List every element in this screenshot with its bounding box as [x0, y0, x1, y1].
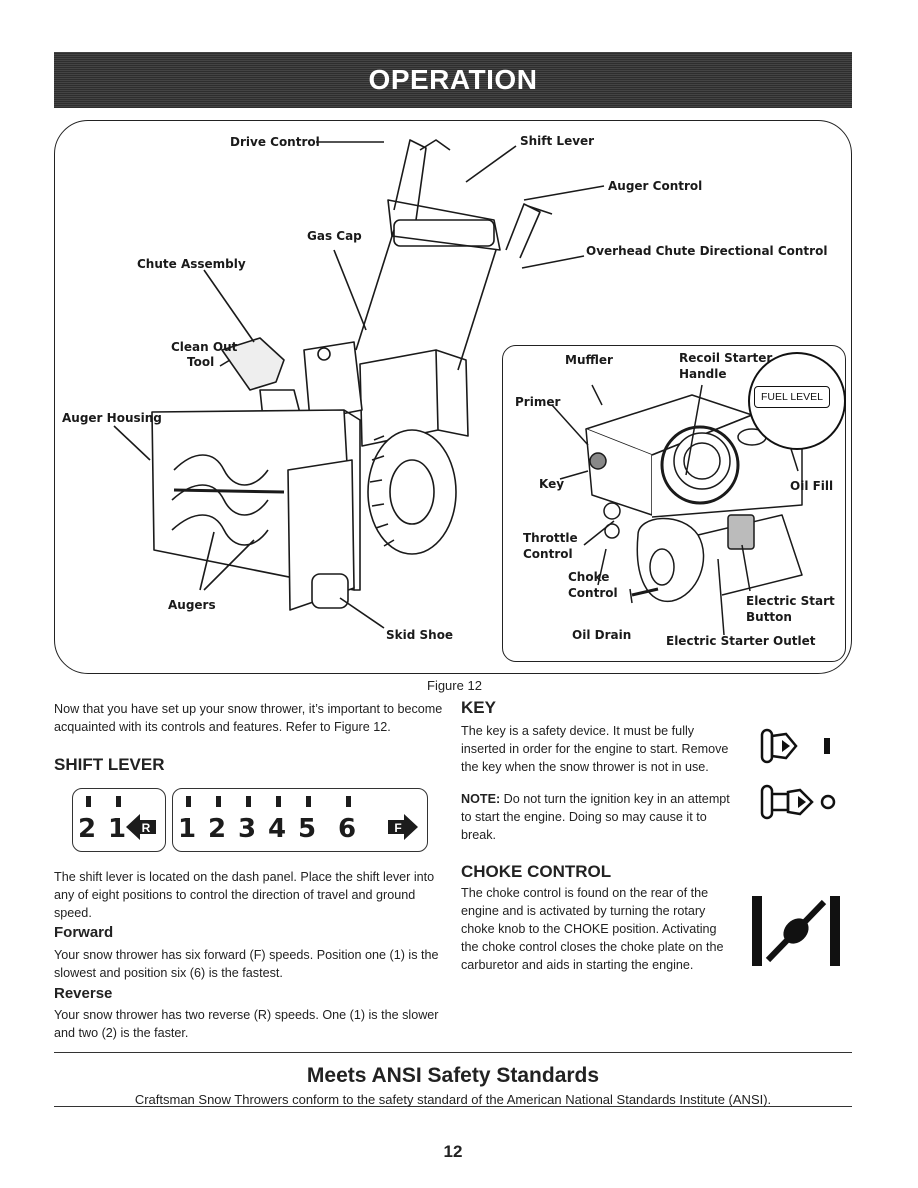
divider: [54, 1106, 852, 1107]
chute-assembly-label: Chute Assembly: [137, 257, 246, 271]
page-number: 12: [443, 1142, 463, 1161]
section-banner: OPERATION: [54, 52, 852, 108]
auger-housing-label: Auger Housing: [62, 411, 162, 425]
choke-line: the choke control closes the choke plate…: [461, 940, 724, 954]
shift-lever-heading: SHIFT LEVER: [54, 755, 165, 774]
forward-paragraph: Your snow thrower has six forward (F) sp…: [54, 946, 446, 982]
reverse-arrow-letter: R: [142, 821, 151, 835]
key-label: Key: [539, 477, 565, 491]
gear-tick: [306, 796, 311, 807]
shift-line: any of eight positions to control the di…: [54, 888, 416, 902]
gear-tick: [116, 796, 121, 807]
electric-outlet-label: Electric Starter Outlet: [666, 634, 816, 648]
engine-illustration: [551, 384, 803, 636]
note-line-1: NOTE: Do not turn the ignition key in an…: [461, 790, 751, 808]
skid-shoe-label: Skid Shoe: [386, 628, 454, 642]
key-heading: KEY: [461, 698, 496, 717]
forward-gear-2: 2: [208, 814, 227, 844]
gear-tick: [346, 796, 351, 807]
ansi-title: Meets ANSI Safety Standards: [306, 1064, 600, 1087]
reverse-arrow-icon: R: [126, 814, 156, 840]
gear-tick: [276, 796, 281, 807]
forward-gear-3: 3: [238, 814, 257, 844]
primer-label: Primer: [515, 395, 561, 409]
reverse-gear-1: 1: [108, 814, 127, 844]
intro-paragraph: Now that you have set up your snow throw…: [54, 700, 444, 736]
clean-out-tool-label-2: Tool: [187, 355, 215, 369]
shift-paragraph: The shift lever is located on the dash p…: [54, 868, 446, 922]
figure-frame: [54, 120, 852, 674]
forward-heading: Forward: [54, 924, 114, 941]
choke-line: engine and is activated by turning the r…: [461, 904, 706, 918]
gear-tick: [186, 796, 191, 807]
choke-control-label-1: Choke: [568, 570, 610, 584]
intro-line: Now that you have set up your snow throw…: [54, 702, 443, 716]
note-line: break.: [461, 828, 497, 842]
throttle-control-label-1: Throttle: [523, 531, 578, 545]
reverse-heading: Reverse: [54, 985, 113, 1002]
key-off-icon: [760, 784, 836, 820]
throttle-control-label-2: Control: [523, 547, 573, 561]
choke-line: choke knob to the CHOKE position. Activa…: [461, 922, 717, 936]
fuel-level-label: FUEL LEVEL: [754, 386, 830, 408]
recoil-starter-label-2: Handle: [679, 367, 727, 381]
choke-line: carburetor and aids in starting the engi…: [461, 958, 694, 972]
shift-line: The shift lever is located on the dash p…: [54, 870, 435, 884]
note-paragraph: NOTE: Do not turn the ignition key in an…: [461, 790, 751, 844]
key-line: The key is a safety device. It must be f…: [461, 724, 695, 738]
choke-line: The choke control is found on the rear o…: [461, 886, 709, 900]
ansi-text: Craftsman Snow Throwers conform to the s…: [134, 1092, 772, 1107]
recoil-starter-label-1: Recoil Starter: [679, 351, 773, 365]
auger-control-label: Auger Control: [608, 179, 703, 193]
note-label: NOTE:: [461, 792, 501, 806]
note-line: to start the engine. Doing so may cause …: [461, 810, 707, 824]
forward-line: slowest and position six (6) is the fast…: [54, 966, 283, 980]
figure-caption: Figure 12: [427, 678, 482, 693]
shift-lever-label: Shift Lever: [520, 134, 595, 148]
oil-fill-label: Oil Fill: [790, 479, 834, 493]
reverse-line: and two (2) is the faster.: [54, 1026, 189, 1040]
snow-thrower-illustration: [113, 139, 605, 629]
divider: [54, 1052, 852, 1053]
oil-drain-label: Oil Drain: [572, 628, 632, 642]
note-text: Do not turn the ignition key in an attem…: [500, 792, 730, 806]
forward-gear-5: 5: [298, 814, 317, 844]
gas-cap-label: Gas Cap: [307, 229, 362, 243]
reverse-paragraph: Your snow thrower has two reverse (R) sp…: [54, 1006, 446, 1042]
reverse-gear-2: 2: [78, 814, 97, 844]
electric-start-label-2: Button: [746, 610, 792, 624]
muffler-label: Muffler: [565, 353, 613, 367]
choke-control-heading: CHOKE CONTROL: [461, 862, 612, 881]
electric-start-label-1: Electric Start: [746, 594, 835, 608]
clean-out-tool-label-1: Clean Out: [171, 340, 238, 354]
intro-line: acquainted with its controls and feature…: [54, 720, 391, 734]
choke-control-label-2: Control: [568, 586, 618, 600]
gear-tick: [246, 796, 251, 807]
shift-line: speed.: [54, 906, 92, 920]
key-paragraph: The key is a safety device. It must be f…: [461, 722, 751, 776]
key-line: inserted in order for the engine to star…: [461, 742, 729, 756]
choke-icon: [752, 896, 840, 966]
reverse-line: Your snow thrower has two reverse (R) sp…: [54, 1008, 439, 1022]
choke-paragraph: The choke control is found on the rear o…: [461, 884, 751, 974]
gear-tick: [86, 796, 91, 807]
forward-gear-1: 1: [178, 814, 197, 844]
gear-tick: [216, 796, 221, 807]
page-title: OPERATION: [368, 64, 538, 95]
forward-gear-6: 6: [338, 814, 357, 844]
drive-control-label: Drive Control: [230, 135, 320, 149]
forward-gear-4: 4: [268, 814, 287, 844]
overhead-chute-label: Overhead Chute Directional Control: [586, 244, 828, 258]
forward-arrow-icon: F: [388, 814, 418, 840]
key-on-icon: [760, 728, 830, 764]
key-line: the key when the snow thrower is not in …: [461, 760, 709, 774]
forward-gear-box: [172, 788, 428, 852]
forward-line: Your snow thrower has six forward (F) sp…: [54, 948, 439, 962]
forward-arrow-letter: F: [394, 821, 401, 835]
augers-label: Augers: [168, 598, 216, 612]
